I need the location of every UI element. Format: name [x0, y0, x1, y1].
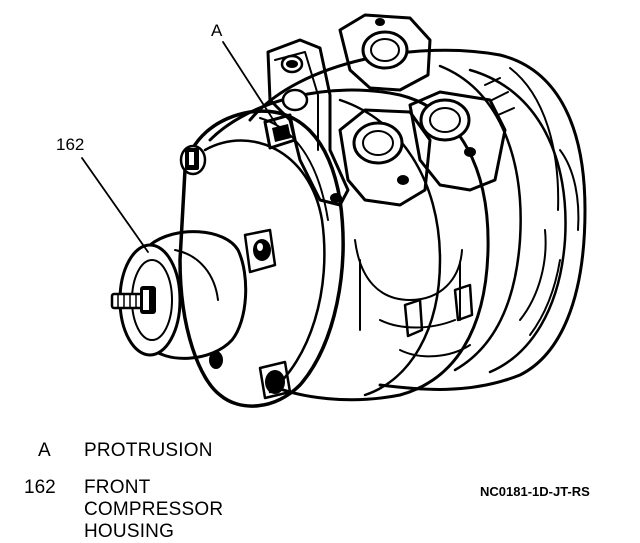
bolt-bottom: [258, 360, 292, 400]
shaft-stud: [110, 286, 156, 314]
compressor-diagram: A 162: [56, 13, 587, 408]
shaft-boss: [110, 230, 248, 360]
callout-label-a: A: [211, 21, 223, 40]
port-fitting-middle: [338, 108, 432, 207]
mounting-bracket: [263, 38, 350, 207]
callout-label-162: 162: [56, 135, 84, 154]
bolt-top-left: [179, 144, 207, 176]
port-fitting-top: [338, 13, 432, 92]
port-fitting-right: [408, 90, 507, 192]
figure-code: NC0181-1D-JT-RS: [480, 484, 590, 499]
bolt-left-lower: [209, 351, 223, 369]
front-compressor-housing: [178, 109, 345, 408]
leader-line-162: [81, 157, 149, 253]
legend-key: A: [38, 440, 51, 461]
leader-line-a: [222, 41, 277, 125]
protrusion-a: [263, 113, 297, 150]
legend-key: 162: [24, 477, 56, 498]
legend-description: PROTRUSION: [84, 440, 213, 461]
legend-description: FRONT COMPRESSOR HOUSING: [84, 477, 224, 542]
bolt-middle: [243, 228, 277, 274]
